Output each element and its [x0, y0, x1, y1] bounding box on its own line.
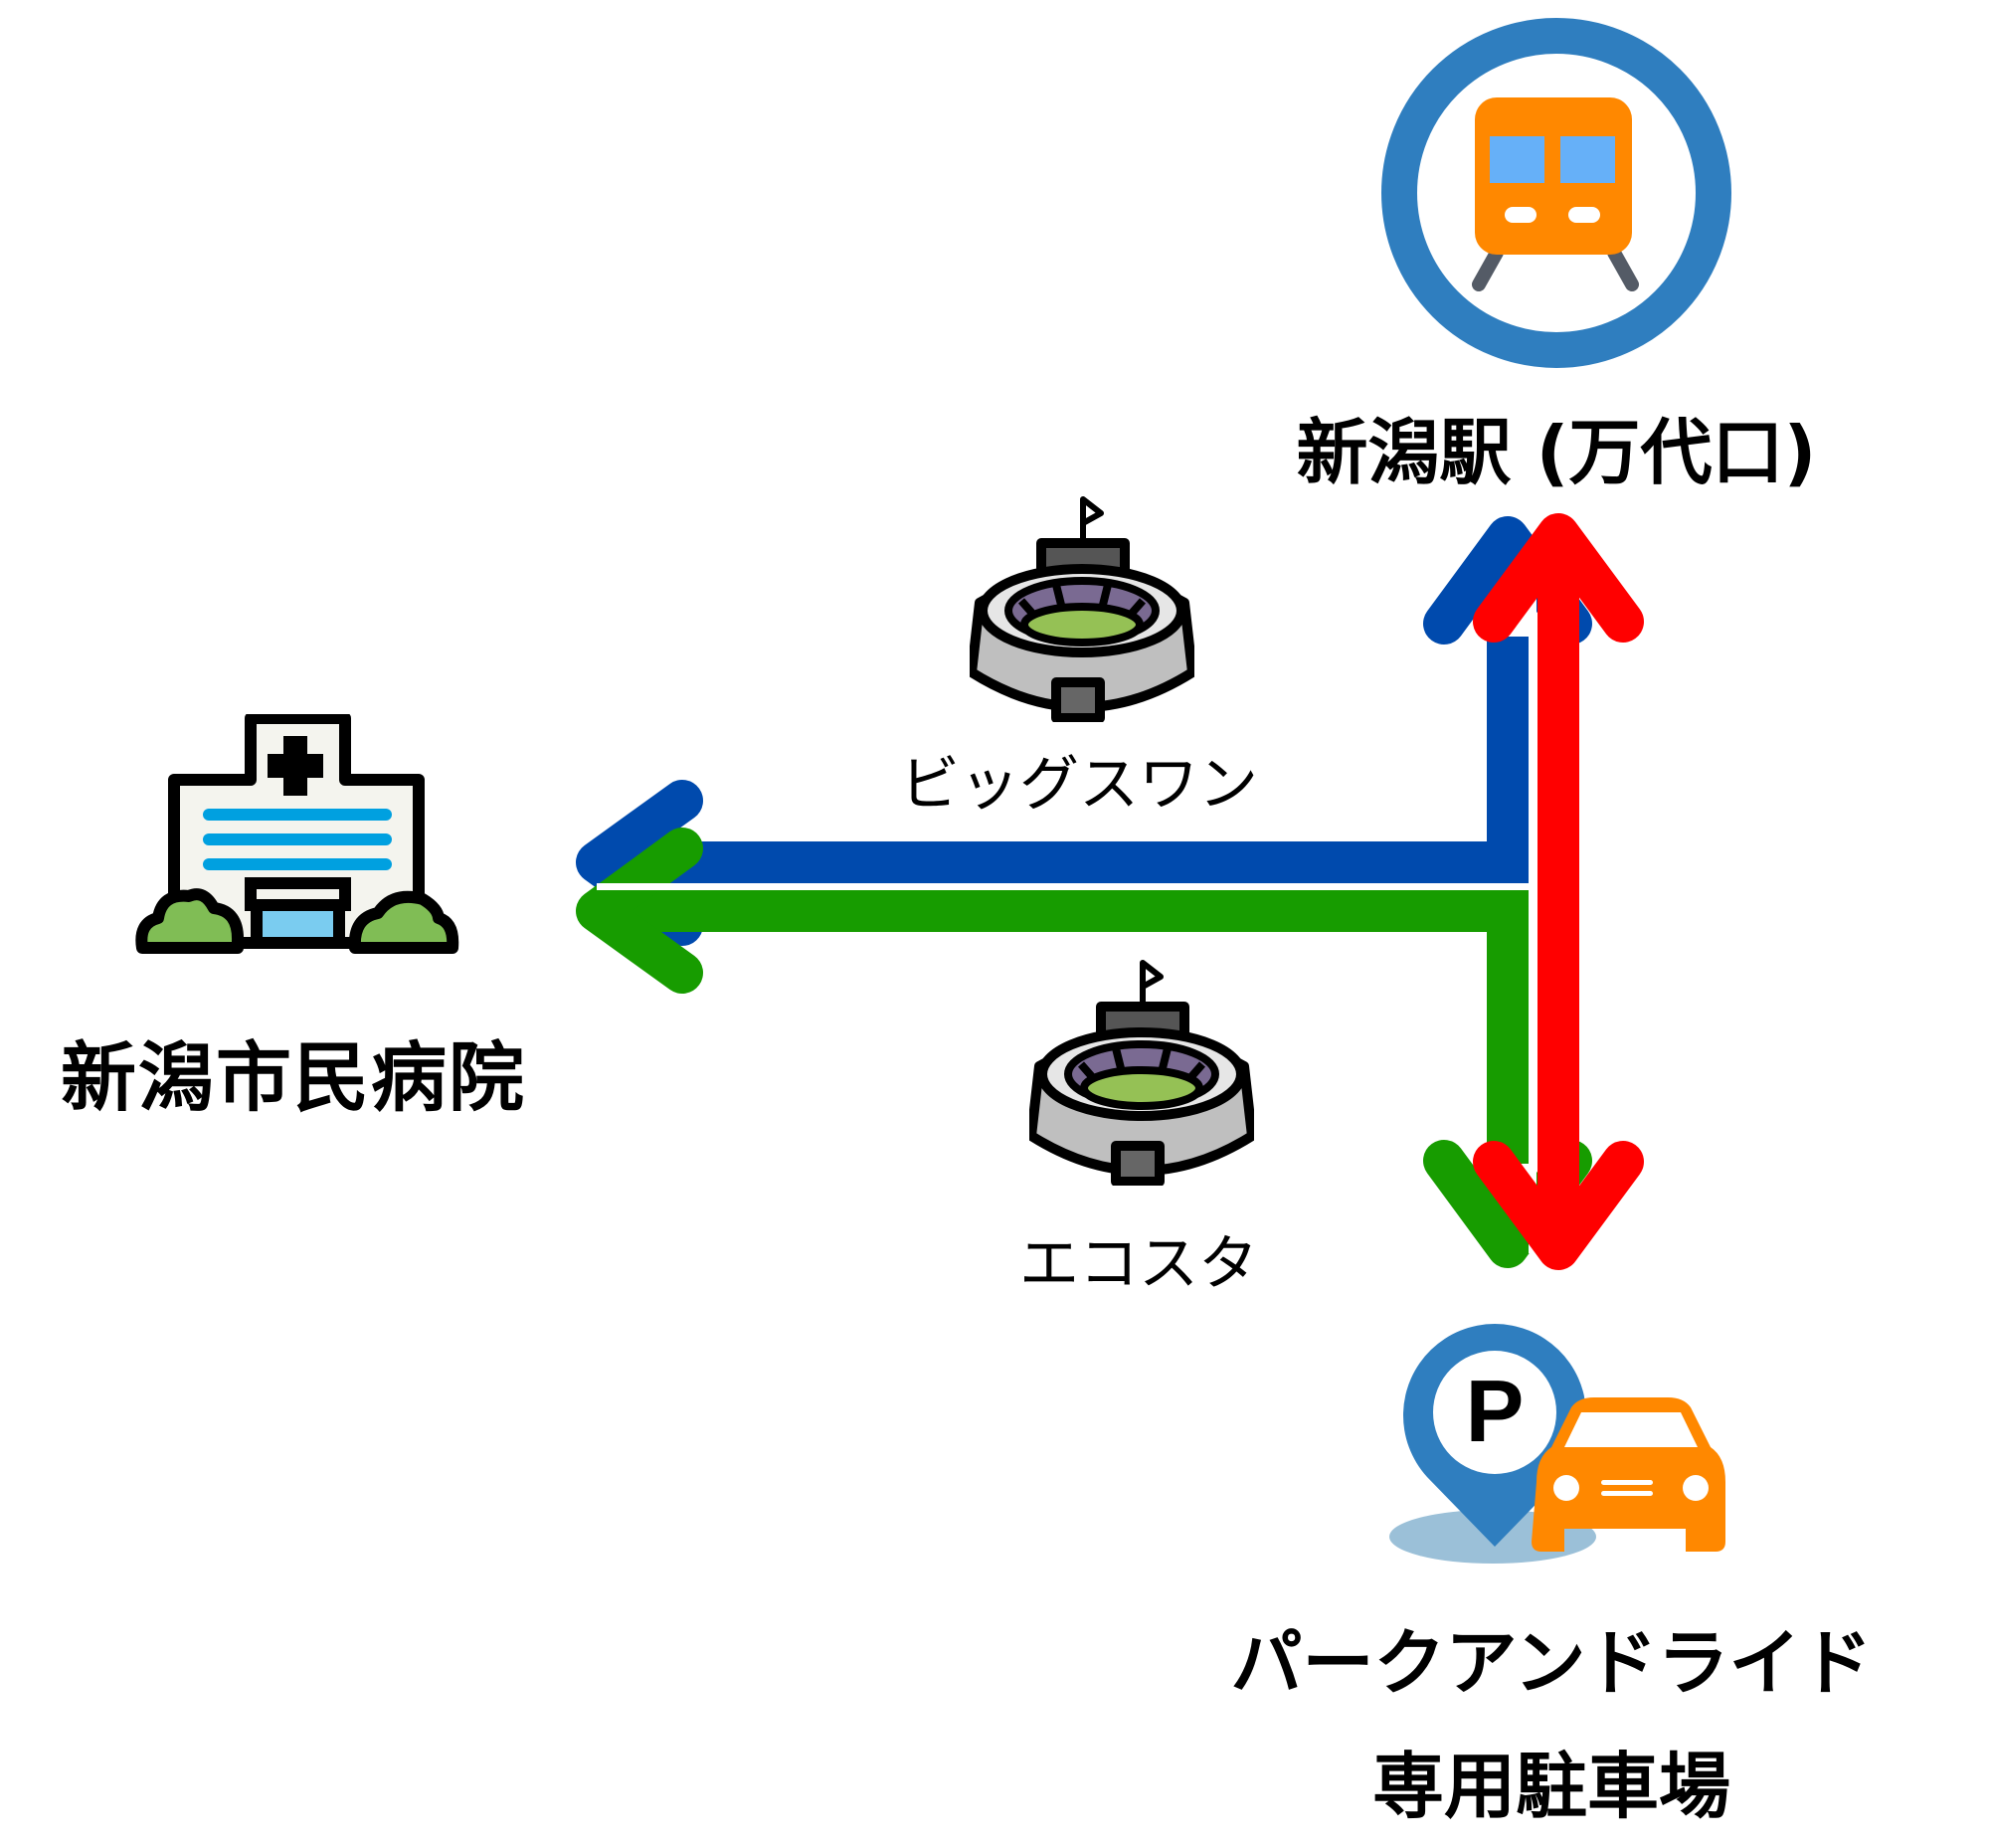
hospital-label: 新潟市民病院	[61, 1033, 526, 1122]
station-label: 新潟駅 (万代口)	[1296, 411, 1817, 494]
stadium-icon	[1029, 960, 1254, 1186]
car-icon	[1532, 1397, 1725, 1552]
train-station-icon	[1381, 18, 1731, 368]
hospital-icon	[135, 714, 459, 954]
green-arrowhead-left	[576, 828, 703, 994]
stadium-icon	[970, 496, 1194, 722]
parking-label-line2: 専用駐車場	[1371, 1745, 1730, 1828]
red-route-arrow	[1473, 513, 1644, 1270]
flag-icon	[1140, 960, 1164, 990]
stadium-label-bigswan: ビッグスワン	[900, 750, 1258, 820]
train-icon	[1472, 97, 1639, 291]
medical-cross-icon	[268, 736, 323, 796]
route-arrows	[576, 513, 1644, 1270]
svg-text:P: P	[1466, 1362, 1525, 1460]
red-arrowhead-up	[1473, 513, 1644, 643]
bush-icon	[348, 890, 459, 954]
parking-pin-icon: P	[1403, 1324, 1586, 1547]
bush-icon	[135, 888, 245, 954]
parking-label: パークアンドライド 専用駐車場	[1203, 1601, 1899, 1848]
flag-icon	[1080, 496, 1104, 526]
parking-car-icon: P	[1389, 1324, 1725, 1564]
parking-label-line1: パークアンドライド	[1230, 1621, 1873, 1705]
stadium-label-ecosta: エコスタ	[1019, 1229, 1258, 1299]
red-arrowhead-down	[1473, 1141, 1644, 1270]
